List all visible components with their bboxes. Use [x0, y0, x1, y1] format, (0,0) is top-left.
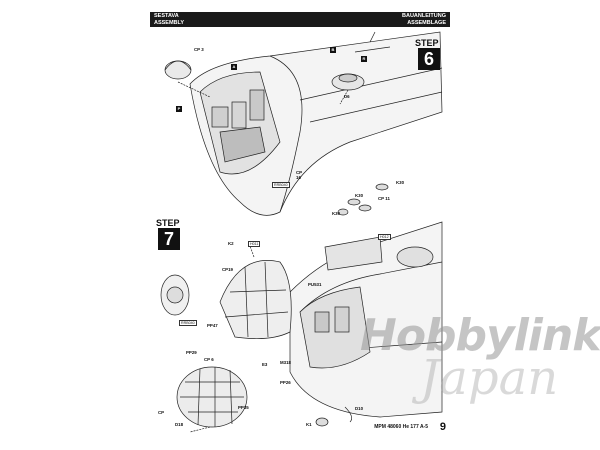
part-cp6: CP 6 [204, 357, 214, 362]
instruction-page: SESTAVA ASSEMBLY BAUANLEITUNG ASSEMBLAGE [150, 12, 450, 438]
part-cp: CP [158, 410, 165, 415]
part-d18: D18 [175, 422, 184, 427]
paint-box-r: R [361, 56, 367, 62]
paint-box-b: B [330, 47, 336, 53]
assembly-drawing [160, 31, 443, 433]
paint-box-p: P [176, 106, 182, 112]
part-k30-b: K30 [355, 193, 364, 198]
part-pu531: PU531 [308, 282, 322, 287]
tag-rrb040-step6: RRB040 [272, 182, 290, 188]
paint-box-a: A [231, 64, 237, 70]
part-d10: D10 [355, 406, 364, 411]
step7-number: 7 [158, 228, 180, 250]
tag-h012: H012 [378, 234, 391, 240]
part-cp19: CP19 [222, 267, 233, 272]
part-e3: E3 [262, 362, 268, 367]
part-pp29: PP29 [186, 350, 197, 355]
step6-number: 6 [418, 48, 440, 70]
step7-label: STEP [156, 218, 180, 228]
part-cp11: CP 11 [378, 196, 390, 201]
part-d6: D6 [344, 94, 350, 99]
part-pp47: PP47 [207, 323, 218, 328]
tag-h011: H011 [248, 241, 261, 247]
part-cp16: CP 16 [296, 170, 303, 180]
header-right-line1: BAUANLEITUNG [402, 13, 446, 19]
part-pp35: PP35 [238, 405, 249, 410]
step6-label: STEP [415, 38, 439, 48]
page-header: SESTAVA ASSEMBLY BAUANLEITUNG ASSEMBLAGE [150, 12, 450, 27]
part-pp26: PP26 [280, 380, 291, 385]
page-number: 9 [439, 421, 446, 433]
header-left-line1: SESTAVA [154, 13, 179, 19]
watermark-line2: Japan [420, 350, 559, 406]
header-left-line2: ASSEMBLY [154, 20, 185, 26]
kit-code: MPM 48060 He 177 A-5 [374, 424, 428, 430]
part-cp3: CP 3 [194, 47, 204, 52]
header-right-line2: ASSEMBLAGE [407, 20, 446, 26]
part-k2: K2 [228, 241, 234, 246]
part-k30-a: K30 [396, 180, 405, 185]
part-k30-c: K30 [332, 211, 341, 216]
part-m318: M318 [280, 360, 291, 365]
part-k1: K1 [306, 422, 312, 427]
watermark-line1: Hobbylink [360, 310, 600, 361]
tag-rrb040-step7: RRB040 [179, 320, 197, 326]
